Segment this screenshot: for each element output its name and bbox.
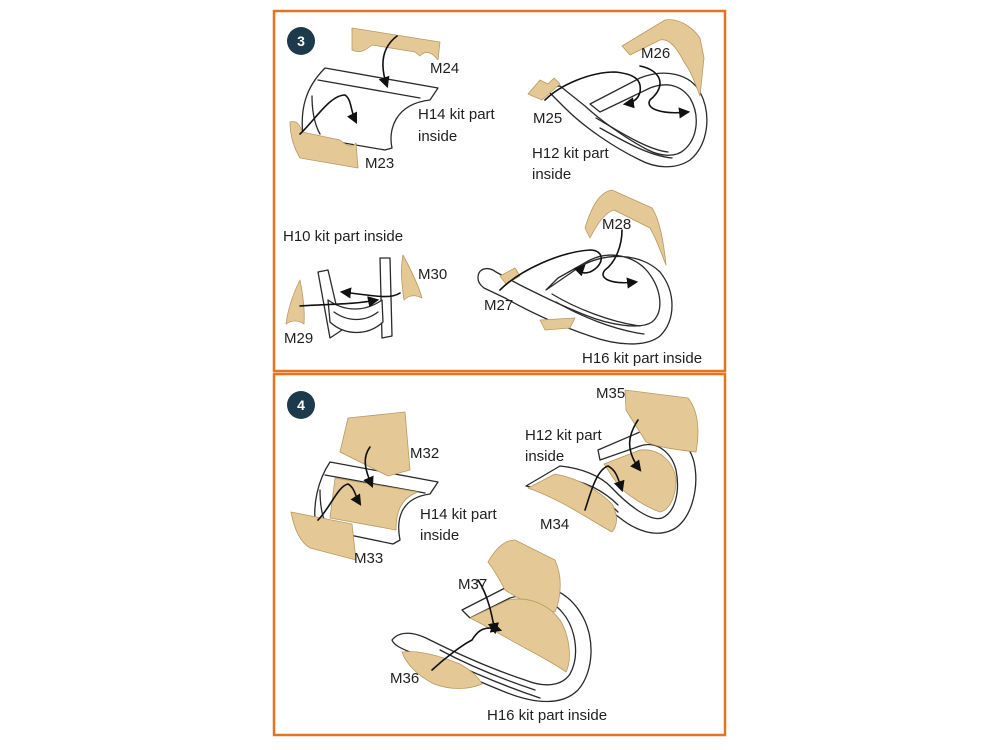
step-3-frame <box>272 9 727 373</box>
mask-m28 <box>584 189 667 266</box>
h14-part-step3 <box>301 67 439 151</box>
arrow-m28 <box>602 229 639 289</box>
label-h16-step4: H16 kit part inside <box>487 707 607 724</box>
mask-m30 <box>401 254 423 301</box>
step-4-panel: 4 M32 M33 H14 kit part inside M35 H12 ki… <box>272 372 727 737</box>
mask-m36 <box>401 651 483 689</box>
label-h16: H16 kit part inside <box>582 350 702 367</box>
label-h10: H10 kit part inside <box>283 228 403 245</box>
step-3-number: 3 <box>297 33 305 49</box>
label-m37: M37 <box>458 576 487 593</box>
mask-in-h12-step4 <box>603 449 677 513</box>
label-m33: M33 <box>354 550 383 567</box>
arrow-m26 <box>639 65 691 119</box>
label-m36: M36 <box>390 670 419 687</box>
mask-m33 <box>290 511 357 561</box>
label-m23: M23 <box>365 155 394 172</box>
h10-part-step3 <box>317 257 393 339</box>
h12-part-step3 <box>544 72 708 168</box>
arrow-m34 <box>584 465 625 511</box>
arrow-m29 <box>299 296 380 308</box>
label-h12-line1: H12 kit part <box>532 145 610 162</box>
label-h14-line2: inside <box>418 128 457 145</box>
label-h12-line2-step4: inside <box>525 448 564 465</box>
step-4-frame <box>272 372 727 737</box>
label-h12-line1-step4: H12 kit part <box>525 427 603 444</box>
label-m26: M26 <box>641 45 670 62</box>
mask-in-h16-step4 <box>469 598 570 673</box>
arrow-m27 <box>499 249 603 291</box>
mask-m29 <box>285 279 305 325</box>
arrow-m23 <box>299 94 358 135</box>
label-m29: M29 <box>284 330 313 347</box>
mask-m24 <box>351 27 441 61</box>
arrow-m35 <box>628 419 642 472</box>
arrow-m25 <box>544 71 642 109</box>
arrow-m32 <box>363 446 374 489</box>
label-h14-line2-step4: inside <box>420 527 459 544</box>
mask-m32 <box>339 411 411 477</box>
mask-in-h14-step4 <box>329 477 419 531</box>
mask-m26 <box>621 19 705 97</box>
step-3-panel: 3 M24 M23 H14 kit part inside M26 M25 H1… <box>272 9 727 373</box>
mask-m35 <box>624 389 699 453</box>
label-m35: M35 <box>596 385 625 402</box>
label-m25: M25 <box>533 110 562 127</box>
arrow-m24 <box>378 35 398 89</box>
mask-m37 <box>487 539 561 613</box>
label-m27: M27 <box>484 297 513 314</box>
label-m34: M34 <box>540 516 569 533</box>
arrow-m33 <box>317 483 362 521</box>
label-m30: M30 <box>418 266 447 283</box>
label-h14-line1-step4: H14 kit part <box>420 506 498 523</box>
mask-m27-b <box>539 317 576 331</box>
label-m32: M32 <box>410 445 439 462</box>
mask-m23 <box>289 121 359 169</box>
label-h12-line2: inside <box>532 166 571 183</box>
step-4-number: 4 <box>297 397 305 413</box>
step-4-badge: 4 <box>287 391 315 419</box>
label-m28: M28 <box>602 216 631 233</box>
step-3-badge: 3 <box>287 27 315 55</box>
mask-m25 <box>527 77 561 101</box>
mask-m34 <box>527 473 617 533</box>
arrow-m36 <box>431 621 503 671</box>
label-m24: M24 <box>430 60 459 77</box>
mask-m27-a <box>499 267 521 285</box>
label-h14-line1: H14 kit part <box>418 106 496 123</box>
